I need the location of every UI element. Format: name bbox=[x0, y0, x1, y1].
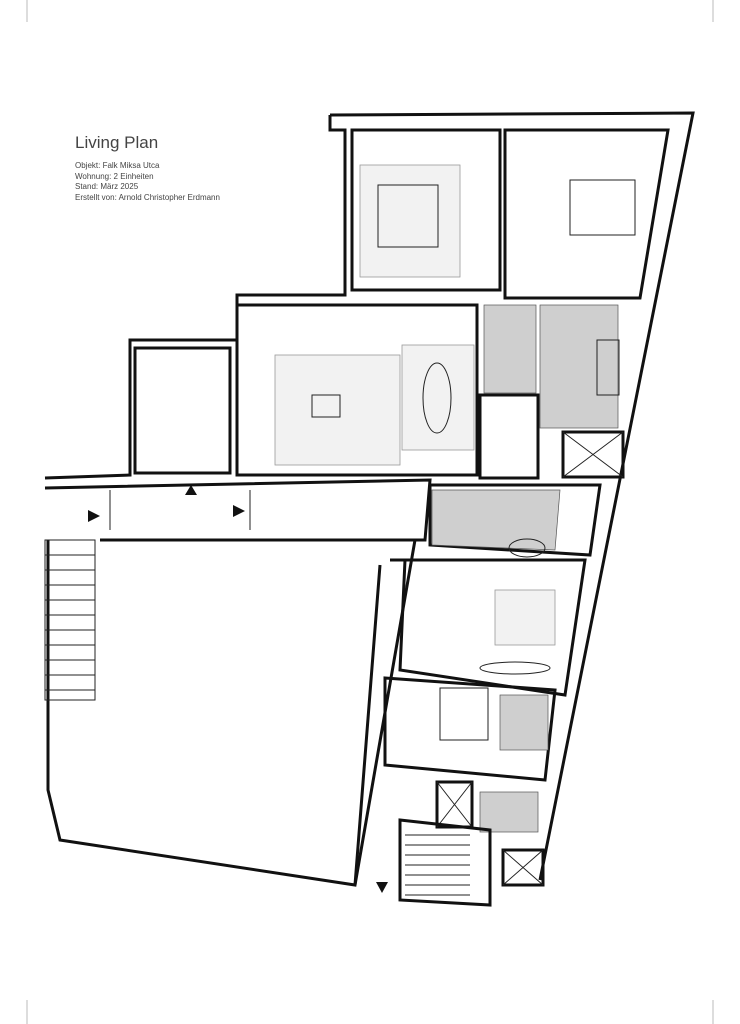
arrow-icon bbox=[88, 510, 100, 522]
lower-left-area bbox=[44, 478, 432, 887]
lower-apartment bbox=[353, 483, 602, 907]
bed-left bbox=[377, 184, 439, 248]
title-block: Living Plan Objekt: Falk Miksa Utca Wohn… bbox=[75, 133, 220, 203]
living-room-lower bbox=[398, 558, 587, 697]
stairs-lower bbox=[398, 818, 492, 907]
upper-apartment bbox=[44, 111, 695, 881]
meta-objekt: Objekt: Falk Miksa Utca bbox=[75, 161, 160, 170]
coffee-table bbox=[311, 394, 341, 418]
meta-stand: Stand: März 2025 bbox=[75, 182, 139, 191]
kitchenette-tiles bbox=[483, 304, 537, 394]
crop-marks bbox=[26, 0, 714, 1024]
dining-table bbox=[422, 362, 452, 434]
bed-right bbox=[569, 179, 636, 236]
arrow-icon bbox=[233, 505, 245, 517]
bathtub bbox=[596, 339, 620, 396]
kitchen-table bbox=[508, 538, 546, 558]
arrow-icon bbox=[376, 882, 388, 893]
hall-room bbox=[478, 393, 540, 480]
arrow-icon bbox=[185, 485, 197, 495]
bathroom-tiles bbox=[539, 304, 619, 429]
bedroom-right bbox=[503, 128, 670, 300]
shaft-upper bbox=[561, 430, 625, 479]
bathroom-lower bbox=[499, 694, 549, 751]
bed-lower bbox=[439, 687, 489, 741]
rug-dining bbox=[401, 344, 475, 451]
plan-title: Living Plan bbox=[75, 133, 159, 152]
meta-wohnung: Wohnung: 2 Einheiten bbox=[75, 171, 154, 181]
shaft-corner bbox=[501, 848, 545, 887]
rug-bedroom-left bbox=[359, 164, 461, 278]
meta-erstellt: Erstellt von: Arnold Christopher Erdmann bbox=[75, 192, 220, 202]
small-room bbox=[133, 346, 232, 475]
living-room bbox=[235, 303, 479, 477]
rug-living bbox=[274, 354, 401, 466]
bedroom-left bbox=[350, 128, 502, 292]
kitchen bbox=[428, 483, 602, 557]
bedroom-lower bbox=[383, 676, 557, 782]
kitchenette-lower bbox=[479, 791, 539, 833]
stairs-left bbox=[44, 539, 96, 701]
sideboard bbox=[479, 661, 551, 675]
